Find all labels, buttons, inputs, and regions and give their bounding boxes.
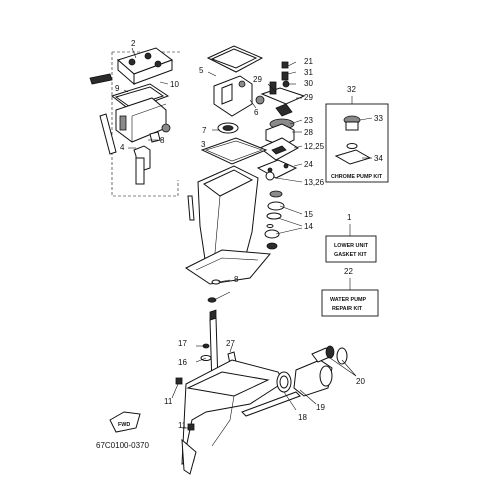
water-pump-kit-label-line2: REPAIR KIT — [332, 306, 363, 312]
callout-9: 9 — [115, 84, 120, 93]
callout-24: 24 — [304, 160, 313, 169]
callout-23: 23 — [304, 116, 313, 125]
callout-19: 19 — [316, 403, 325, 412]
callout-32: 32 — [347, 85, 356, 94]
callout-3: 3 — [201, 140, 206, 149]
callout-15: 15 — [304, 210, 313, 219]
callout-34: 34 — [374, 154, 383, 163]
callout-17: 17 — [178, 339, 187, 348]
lower-unit-gasket-kit-box — [325, 235, 377, 263]
pump-housing-assembly — [206, 45, 265, 134]
callout-4: 4 — [120, 143, 125, 152]
callout-2: 2 — [131, 39, 136, 48]
water-pump-repair-kit-box — [321, 289, 379, 317]
lower-unit-kit-label-line2: GASKET KIT — [334, 252, 367, 258]
callout-11-bottom: 11 — [178, 421, 187, 430]
callout-31: 31 — [304, 68, 313, 77]
callout-8-bottom: 8 — [234, 275, 239, 284]
callout-28: 28 — [304, 128, 313, 137]
callout-29-right: 29 — [304, 93, 313, 102]
lower-unit-kit-label-line1: LOWER UNIT — [334, 243, 369, 249]
lower-unit — [175, 309, 301, 475]
callout-1: 1 — [347, 213, 352, 222]
leader-lines — [123, 47, 373, 429]
callout-7: 7 — [202, 126, 207, 135]
callout-16: 16 — [178, 358, 187, 367]
water-pump-parts — [256, 61, 306, 181]
callout-30: 30 — [304, 79, 313, 88]
chrome-pump-kit-label: CHROME PUMP KIT — [331, 174, 383, 180]
upper-casing-assembly — [89, 47, 180, 197]
water-pump-kit-label-line1: WATER PUMP — [330, 297, 367, 303]
callout-10: 10 — [170, 80, 179, 89]
seal-rings — [264, 190, 285, 250]
fwd-marker: FWD — [109, 411, 141, 433]
gasket-3 — [200, 137, 268, 165]
callout-14: 14 — [304, 222, 313, 231]
chrome-pump-kit-box — [325, 103, 389, 183]
fwd-label: FWD — [118, 422, 130, 428]
diagram-code: 67C0100-0370 — [96, 441, 149, 450]
callout-13-26: 13,26 — [304, 178, 325, 187]
callout-22: 22 — [344, 267, 353, 276]
kit-labels: CHROME PUMP KIT LOWER UNIT GASKET KIT WA… — [330, 174, 383, 312]
callout-11-top: 11 — [164, 397, 173, 406]
callout-20: 20 — [356, 377, 365, 386]
callout-27: 27 — [226, 339, 235, 348]
callout-29-left: 29 — [253, 75, 262, 84]
callout-labels: 2 10 9 4 8 5 6 7 3 21 31 30 29 29 23 28 … — [115, 39, 383, 430]
callout-5: 5 — [199, 66, 204, 75]
callout-6: 6 — [254, 108, 259, 117]
propeller-parts — [276, 345, 348, 397]
callout-12-25: 12,25 — [304, 142, 325, 151]
callout-8-top: 8 — [160, 136, 165, 145]
callout-21: 21 — [304, 57, 313, 66]
midsection-housing — [185, 165, 271, 303]
callout-18: 18 — [298, 413, 307, 422]
callout-33: 33 — [374, 114, 383, 123]
